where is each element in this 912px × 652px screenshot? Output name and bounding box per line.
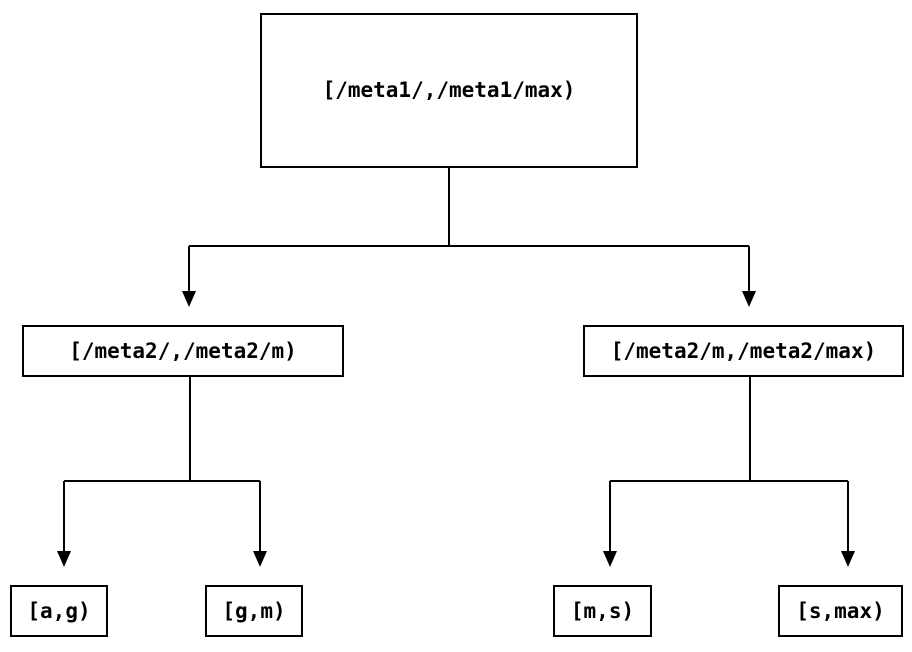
arrowhead-to-leaf-ag — [57, 551, 71, 567]
node-meta2-high-range: [/meta2/m,/meta2/max) — [583, 325, 904, 377]
arrowhead-to-meta2-lo — [182, 291, 196, 307]
node-meta2-low-range: [/meta2/,/meta2/m) — [22, 325, 344, 377]
arrowhead-to-meta2-hi — [742, 291, 756, 307]
arrowhead-to-leaf-smax — [841, 551, 855, 567]
arrowhead-to-leaf-ms — [603, 551, 617, 567]
node-leaf-s-max: [s,max) — [778, 585, 903, 637]
node-leaf-a-g: [a,g) — [10, 585, 108, 637]
arrowhead-to-leaf-gm — [253, 551, 267, 567]
node-leaf-g-m: [g,m) — [205, 585, 303, 637]
node-root-range: [/meta1/,/meta1/max) — [260, 13, 638, 168]
node-leaf-m-s: [m,s) — [553, 585, 652, 637]
